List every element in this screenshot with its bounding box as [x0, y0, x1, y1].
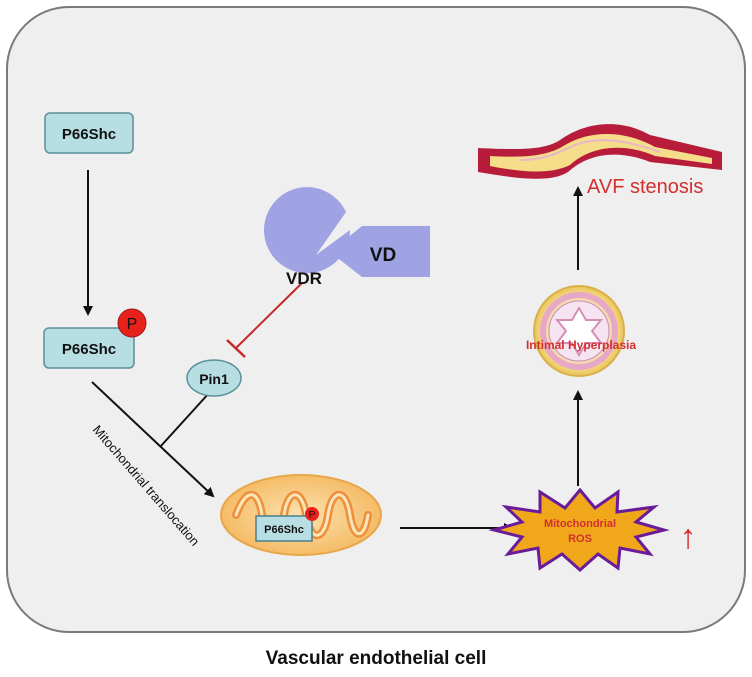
vd-label: VD [370, 245, 396, 266]
p66shc-mito-label: P66Shc [264, 524, 304, 536]
avf-vessel-icon [478, 124, 722, 179]
vessel-cross-section-icon [533, 285, 625, 377]
p66shc-phosphorylated-node: P66Shc P [43, 308, 147, 369]
cell-caption: Vascular endothelial cell [266, 648, 487, 669]
pin1-node: Pin1 [186, 359, 242, 397]
phosphate-badge-mito [305, 507, 319, 521]
p66shc-mito-node: P66Shc P [255, 507, 319, 542]
phosphate-label: P [127, 316, 138, 333]
phosphate-badge [117, 308, 147, 338]
pin1-label: Pin1 [199, 371, 229, 387]
mito-ros-burst: Mitochondrial ROS [488, 487, 670, 573]
phosphate-label-mito: P [309, 510, 316, 521]
p66shc-phos-label: P66Shc [62, 341, 116, 358]
vd-ligand: VD [330, 226, 430, 277]
inhibition-vdr-pin1 [235, 282, 303, 349]
mitochondrion [220, 474, 382, 556]
p66shc-label: P66Shc [62, 126, 116, 143]
vdr-receptor: VDR [264, 187, 351, 288]
arrow-mito-translocation [91, 381, 215, 498]
intimal-hyperplasia-label: Intimal Hyperplasia [526, 338, 636, 352]
ros-increase-arrow: ↑ [680, 518, 697, 556]
ros-label-line1: Mitochondrial [544, 518, 616, 530]
vdr-label: VDR [286, 269, 322, 288]
avf-stenosis-label: AVF stenosis [587, 176, 703, 198]
p66shc-node: P66Shc [44, 112, 134, 154]
inhibition-bar [226, 339, 246, 358]
ros-label-line2: ROS [568, 533, 592, 545]
pin1-connector [159, 391, 211, 448]
